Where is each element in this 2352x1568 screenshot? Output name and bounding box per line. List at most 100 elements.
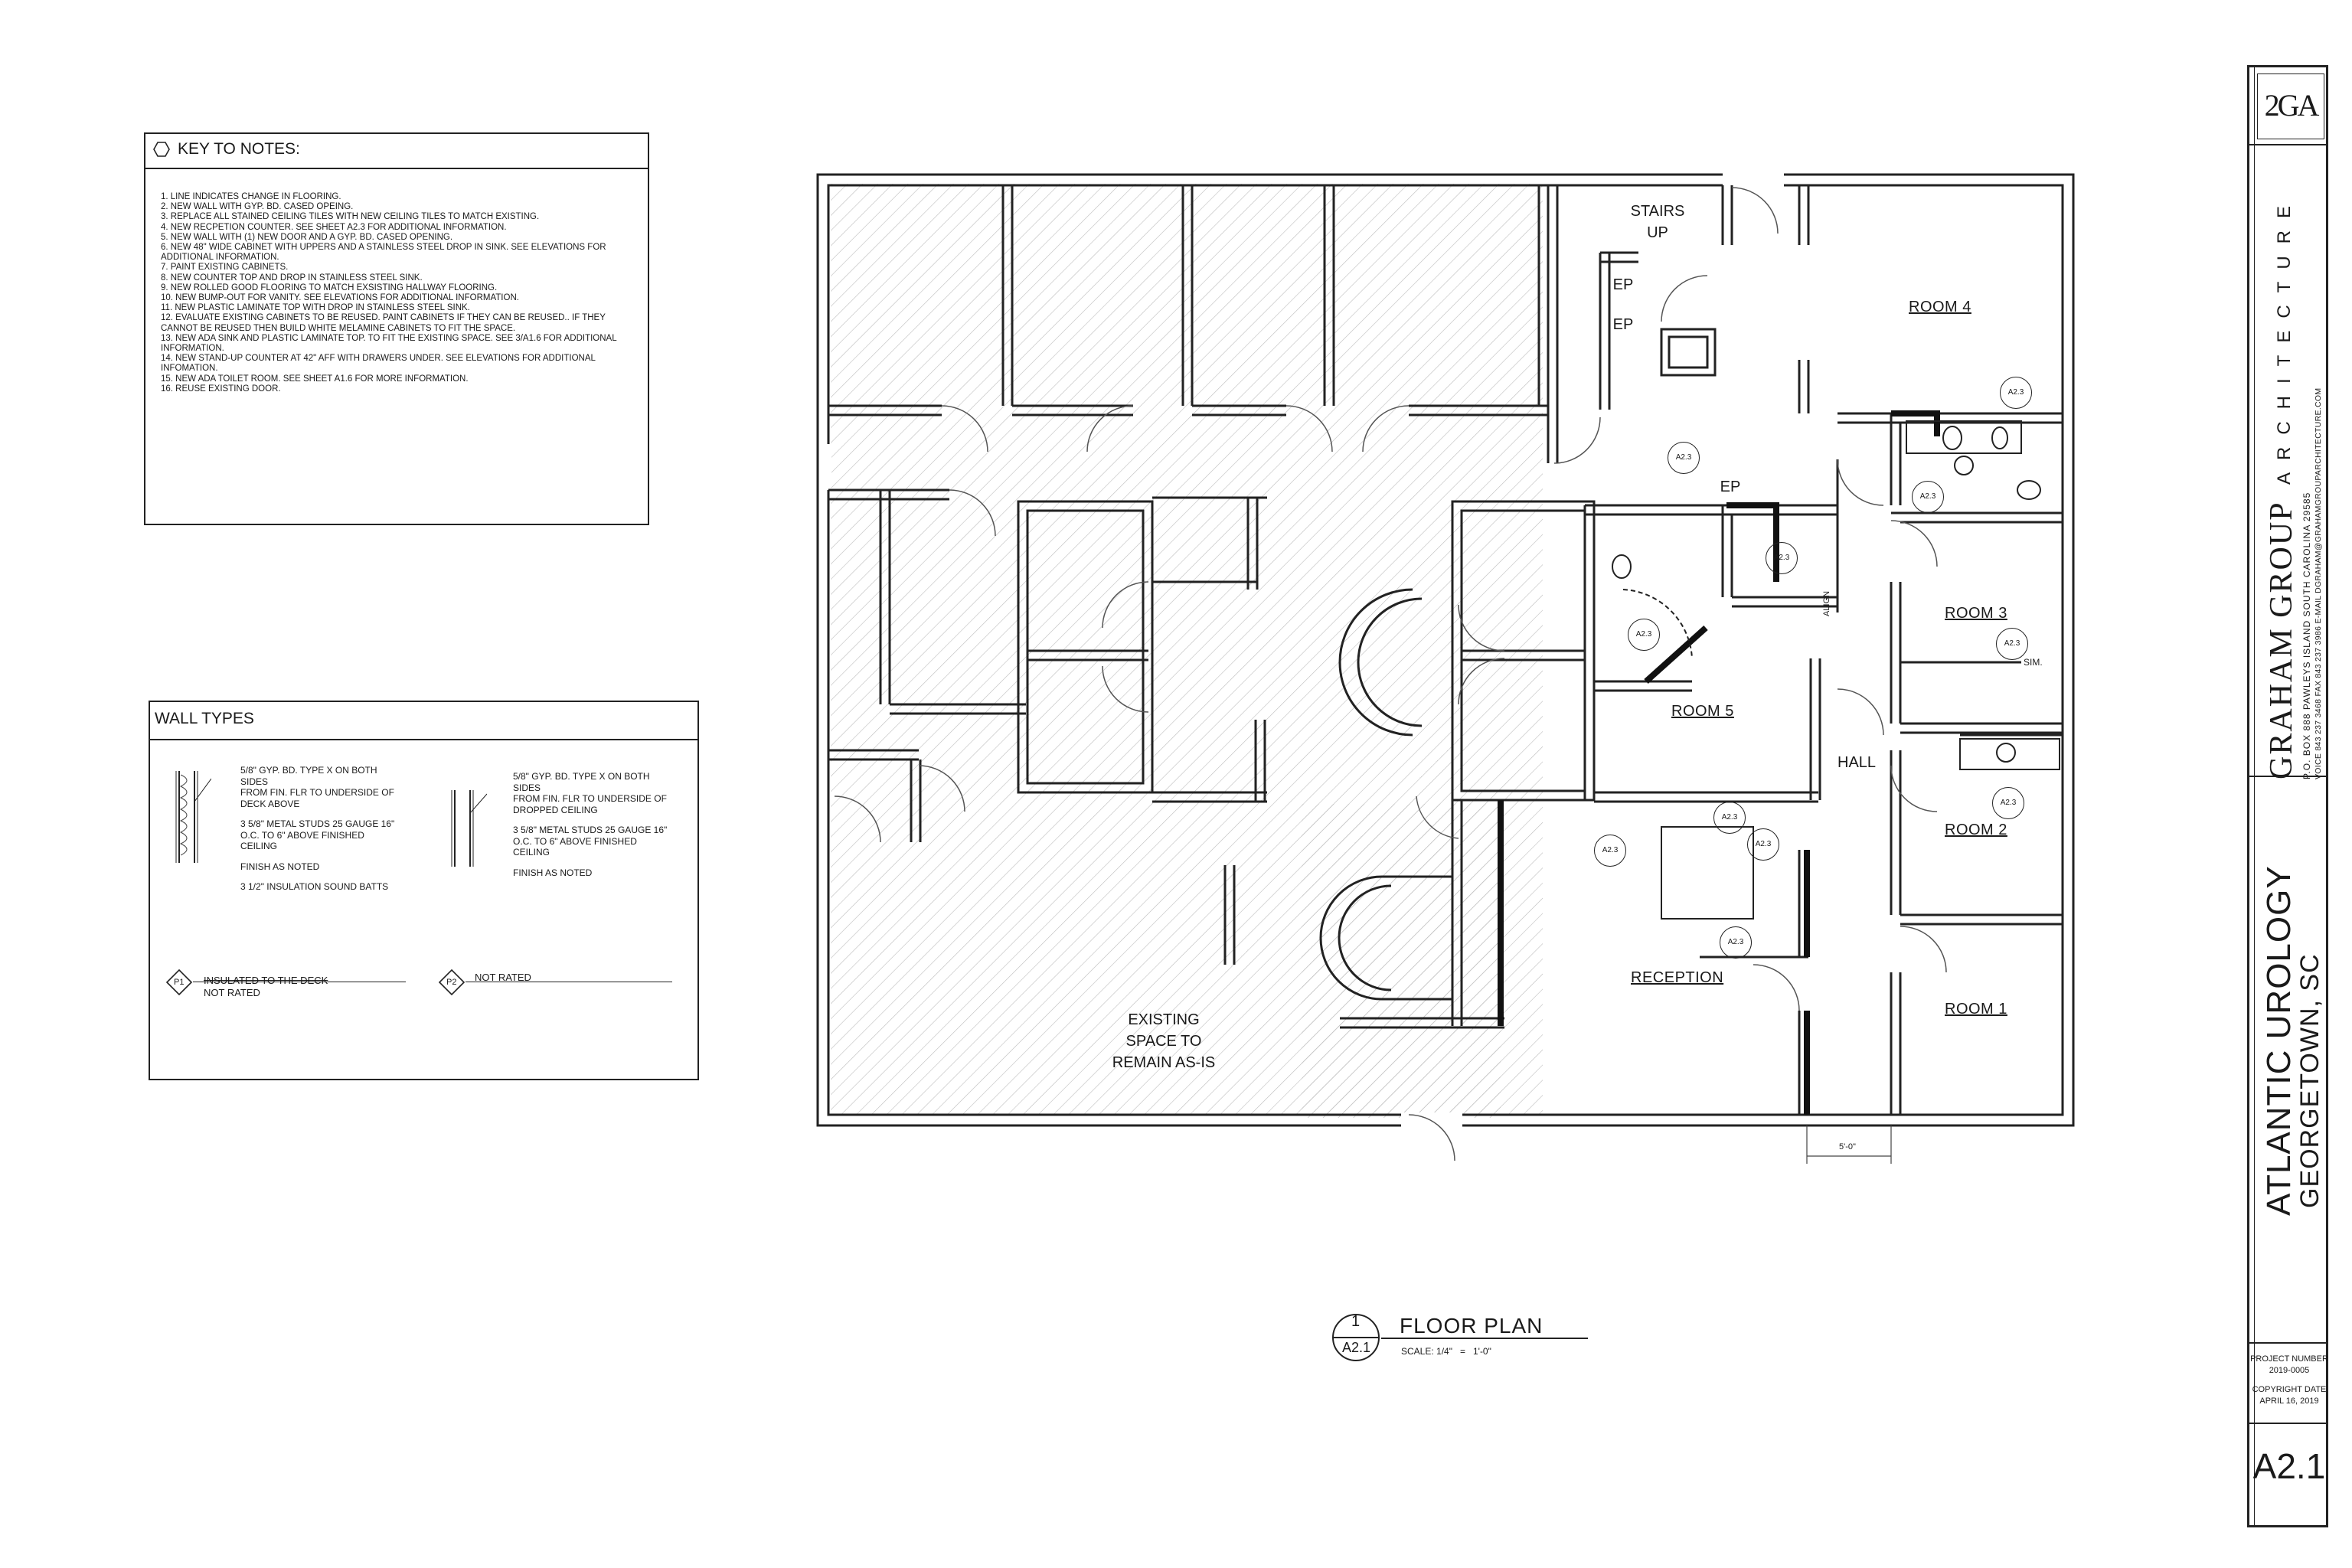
- wall-p1-rating-struck: INSULATED TO THE DECK: [204, 975, 328, 986]
- align-note: ALIGN: [1822, 590, 1831, 616]
- wall-p2-notes: 5/8" GYP. BD. TYPE X ON BOTH SIDES FROM …: [513, 771, 674, 878]
- section-marker: A2.3: [1996, 628, 2028, 660]
- plumbing-fixtures: [1612, 420, 2060, 920]
- wall-tag-p2-icon: [438, 969, 466, 996]
- drawing-scale: SCALE: 1/4" = 1'-0": [1401, 1346, 1491, 1357]
- project-number-label: PROJECT NUMBER: [2250, 1354, 2328, 1364]
- wall-tag-p2-label: P2: [446, 978, 457, 987]
- wall-types-divider: [150, 739, 697, 740]
- key-note-item: 5. NEW WALL WITH (1) NEW DOOR AND A GYP.…: [161, 232, 453, 242]
- project-rule: [2249, 1342, 2326, 1344]
- section-marker: A2.3: [1766, 542, 1798, 574]
- drawing-title-bubble: [1332, 1314, 1380, 1361]
- title-block-inner-rule: [2254, 67, 2255, 1525]
- firm-address: P.O. BOX 888 PAWLEYS ISLAND SOUTH CAROLI…: [2301, 492, 2312, 779]
- project-location: GEORGETOWN, SC: [2295, 953, 2324, 1208]
- door-swings: [834, 187, 1947, 1161]
- wall-p1-note: 3 1/2" INSULATION SOUND BATTS: [240, 881, 389, 892]
- wall-p1-notes: 5/8" GYP. BD. TYPE X ON BOTH SIDES FROM …: [240, 765, 401, 893]
- project-name: ATLANTIC UROLOGY: [2260, 865, 2298, 1216]
- copyright-label: COPYRIGHT DATE: [2252, 1385, 2327, 1394]
- room-label-room5: ROOM 5: [1671, 703, 1734, 720]
- key-notes-list: 1. LINE INDICATES CHANGE IN FLOORING. 2.…: [161, 192, 628, 394]
- drawing-title: FLOOR PLAN: [1400, 1314, 1544, 1338]
- key-note-item: 15. NEW ADA TOILET ROOM. SEE SHEET A1.6 …: [161, 374, 469, 384]
- ep-label-1: EP: [1612, 276, 1634, 293]
- wall-p1-rating: NOT RATED: [204, 987, 260, 998]
- wall-types-panel: WALL TYPES 5/8" GYP. BD. TYPE X ON BOTH …: [149, 701, 699, 1080]
- wall-section-p1-diagram: [175, 771, 211, 863]
- key-note-item: 8. NEW COUNTER TOP AND DROP IN STAINLESS…: [161, 273, 423, 283]
- key-note-item: 3. REPLACE ALL STAINED CEILING TILES WIT…: [161, 212, 540, 222]
- firm-contact: VOICE 843 237 3468 FAX 843 237 3986 E-MA…: [2314, 387, 2323, 779]
- wall-p1-note: FROM FIN. FLR TO UNDERSIDE OF DECK ABOVE: [240, 787, 394, 809]
- drawing-title-rule: [1381, 1338, 1588, 1339]
- key-note-item: 9. NEW ROLLED GOOD FLOORING TO MATCH EXS…: [161, 283, 498, 292]
- curved-walls: [1319, 588, 1454, 1001]
- dimension-line: [1806, 1125, 1892, 1164]
- key-note-item: 10. NEW BUMP-OUT FOR VANITY. SEE ELEVATI…: [161, 293, 519, 303]
- key-notes-divider: [145, 168, 648, 169]
- sheet-rule: [2249, 1423, 2326, 1424]
- copyright-date: APRIL 16, 2019: [2259, 1396, 2319, 1406]
- sheet-number: A2.1: [2252, 1446, 2326, 1486]
- ep-label-3: EP: [1720, 479, 1741, 495]
- section-marker: A2.3: [1713, 802, 1746, 834]
- key-note-item: 6. NEW 48" WIDE CABINET WITH UPPERS AND …: [161, 243, 606, 263]
- ep-label-2: EP: [1612, 316, 1634, 333]
- wall-tag-p1-icon: [165, 969, 193, 996]
- section-marker: A2.3: [1747, 828, 1779, 861]
- key-to-notes-panel: KEY TO NOTES: 1. LINE INDICATES CHANGE I…: [144, 132, 649, 525]
- new-p1-walls: [1498, 410, 1940, 1115]
- wall-p2-note: 5/8" GYP. BD. TYPE X ON BOTH SIDES: [513, 771, 650, 793]
- section-marker: A2.3: [1720, 926, 1752, 959]
- key-note-item: 16. REUSE EXISTING DOOR.: [161, 384, 281, 394]
- wall-p2-note: FINISH AS NOTED: [513, 867, 593, 878]
- room-label-room1: ROOM 1: [1945, 1001, 2007, 1018]
- room-label-reception: RECEPTION: [1631, 969, 1724, 986]
- key-note-item: 2. NEW WALL WITH GYP. BD. CASED OPEING.: [161, 202, 354, 212]
- interior-walls-existing: [828, 185, 1596, 1029]
- key-note-item: 12. EVALUATE EXISTING CABINETS TO BE REU…: [161, 313, 606, 333]
- interior-walls-new: [1547, 185, 2063, 1115]
- section-marker: A2.3: [1912, 481, 1944, 513]
- section-marker: A2.3: [1628, 619, 1660, 651]
- wall-p1-note: 5/8" GYP. BD. TYPE X ON BOTH SIDES: [240, 765, 377, 787]
- firm-rule: [2249, 776, 2326, 777]
- room-label-hall: HALL: [1838, 754, 1877, 771]
- key-note-item: 11. NEW PLASTIC LAMINATE TOP WITH DROP I…: [161, 303, 470, 313]
- wall-p2-note: FROM FIN. FLR TO UNDERSIDE OF DROPPED CE…: [513, 793, 667, 815]
- wall-p2-note: 3 5/8" METAL STUDS 25 GAUGE 16" O.C. TO …: [513, 825, 668, 858]
- drawing-sheet-ref: A2.1: [1342, 1340, 1371, 1355]
- room-label-room4: ROOM 4: [1909, 299, 1971, 315]
- project-number: 2019-0005: [2269, 1366, 2310, 1375]
- section-marker: A2.3: [1594, 835, 1626, 867]
- wall-p2-rating: NOT RATED: [475, 972, 531, 983]
- dimension-text: 5'-0": [1839, 1142, 1856, 1152]
- firm-discipline: ARCHITECTURE: [2274, 193, 2295, 485]
- existing-space-label: EXISTING SPACE TO REMAIN AS-IS: [1112, 1011, 1216, 1071]
- wall-section-p2-diagram: [451, 790, 487, 867]
- logo-rule: [2249, 144, 2326, 145]
- key-note-item: 4. NEW RECPETION COUNTER. SEE SHEET A2.3…: [161, 222, 507, 232]
- firm-logo: 2GA: [2257, 74, 2324, 139]
- wall-p1-note: FINISH AS NOTED: [240, 861, 320, 872]
- hexagon-icon: [153, 142, 170, 157]
- room-label-room2: ROOM 2: [1945, 822, 2007, 838]
- stairs-label: STAIRS UP: [1630, 203, 1685, 241]
- key-note-item: 7. PAINT EXISTING CABINETS.: [161, 263, 289, 273]
- firm-name: GRAHAM GROUP: [2264, 501, 2299, 779]
- key-notes-title: KEY TO NOTES:: [178, 140, 300, 158]
- drawing-number: 1: [1351, 1313, 1361, 1330]
- existing-space-hatch: [831, 184, 1543, 1118]
- section-marker: A2.3: [1992, 787, 2024, 819]
- section-marker: A2.3: [1668, 442, 1700, 474]
- sim-note: SIM.: [2024, 657, 2043, 668]
- wall-types-title: WALL TYPES: [155, 710, 254, 727]
- wall-p1-note: 3 5/8" METAL STUDS 25 GAUGE 16" O.C. TO …: [240, 818, 395, 851]
- wall-tag-p1-label: P1: [174, 978, 185, 987]
- key-notes-heading: KEY TO NOTES:: [153, 140, 300, 158]
- title-block: 2GA GRAHAM GROUP ARCHITECTURE P.O. BOX 8…: [2247, 65, 2328, 1527]
- key-note-item: 1. LINE INDICATES CHANGE IN FLOORING.: [161, 192, 341, 201]
